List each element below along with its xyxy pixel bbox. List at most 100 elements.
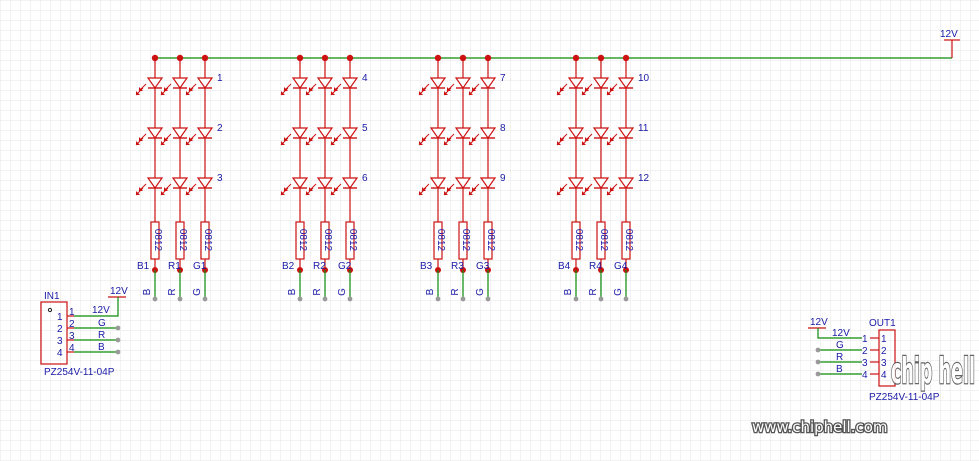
out-pin-number-outer: 3 <box>862 358 868 369</box>
led-arrowhead <box>447 137 451 141</box>
led-arrowhead <box>334 187 338 191</box>
led-arrowhead <box>164 137 168 141</box>
led-arrowhead <box>582 141 586 145</box>
resistor-value-label: 0812 <box>152 229 163 252</box>
in-net-label: R <box>98 330 105 341</box>
resistor-value-label: 0812 <box>177 229 188 252</box>
led-arrowhead <box>306 91 310 95</box>
led-arrowhead <box>331 141 335 145</box>
out-net-label: R <box>836 352 843 363</box>
watermark: www.chiphell.com chip hell <box>751 350 977 438</box>
in-pin-number-inner: 2 <box>69 319 75 330</box>
port-label: R <box>588 288 599 295</box>
channel-name-label: B3 <box>420 261 433 272</box>
led-arrowhead <box>284 87 288 91</box>
led-arrowhead <box>284 137 288 141</box>
led-columns: 0812B1B0812R1R1230812G1G0812B2B0812R2R45… <box>135 54 650 302</box>
in-net-label: G <box>98 318 106 329</box>
port-label: G <box>613 288 624 296</box>
resistor-value-label: 0812 <box>347 229 358 252</box>
port-label: R <box>312 288 323 295</box>
out-pin-number-inner: 4 <box>881 370 887 381</box>
led-arrowhead <box>136 191 140 195</box>
in-net-label: 12V <box>92 305 110 316</box>
out-net-label: G <box>836 340 844 351</box>
led-arrowhead <box>284 187 288 191</box>
port-label: R <box>450 288 461 295</box>
led-diode <box>454 77 472 90</box>
channel-name-label: R1 <box>168 261 181 272</box>
led-diode <box>341 127 359 140</box>
led-arrowhead <box>422 87 426 91</box>
led-arrowhead <box>334 137 338 141</box>
led-arrowhead <box>444 141 448 145</box>
in-pin-number-outer: 4 <box>57 348 63 359</box>
in-pin-number-outer: 1 <box>57 312 63 323</box>
led-number-label: 7 <box>500 73 506 84</box>
led-diode <box>567 77 585 90</box>
in-connector-supply: 12V <box>110 286 128 297</box>
led-arrowhead <box>189 87 193 91</box>
led-arrowhead <box>472 187 476 191</box>
channel-name-label: G2 <box>338 261 352 272</box>
led-arrowhead <box>419 141 423 145</box>
led-arrowhead <box>607 141 611 145</box>
led-arrowhead <box>189 187 193 191</box>
led-number-label: 12 <box>638 173 650 184</box>
led-arrowhead <box>447 187 451 191</box>
port-node <box>460 296 466 302</box>
led-arrowhead <box>607 191 611 195</box>
resistor-value-label: 0812 <box>460 229 471 252</box>
channel-name-label: B4 <box>558 261 571 272</box>
resistor-value-label: 0812 <box>485 229 496 252</box>
led-arrowhead <box>164 187 168 191</box>
led-diode <box>592 127 610 140</box>
led-number-label: 1 <box>217 73 223 84</box>
out-net-node <box>815 371 821 377</box>
led-arrowhead <box>306 191 310 195</box>
led-diode <box>479 127 497 140</box>
led-diode <box>617 127 635 140</box>
port-node <box>598 296 604 302</box>
led-arrowhead <box>469 191 473 195</box>
out-net-node <box>815 359 821 365</box>
led-arrowhead <box>560 137 564 141</box>
port-node <box>152 296 158 302</box>
in-pin-number-outer: 2 <box>57 324 63 335</box>
led-number-label: 2 <box>217 123 223 134</box>
led-diode <box>479 177 497 190</box>
port-node <box>177 296 183 302</box>
led-arrowhead <box>422 137 426 141</box>
led-arrowhead <box>331 91 335 95</box>
in-connector-ref: IN1 <box>44 291 60 302</box>
led-arrowhead <box>186 141 190 145</box>
led-number-label: 4 <box>362 73 368 84</box>
in-pin-number-inner: 4 <box>69 343 75 354</box>
out-connector-supply: 12V <box>810 317 828 328</box>
port-node <box>623 296 629 302</box>
led-arrowhead <box>331 191 335 195</box>
led-diode <box>429 77 447 90</box>
led-arrowhead <box>186 191 190 195</box>
led-arrowhead <box>136 91 140 95</box>
led-arrowhead <box>610 137 614 141</box>
out-connector-part: PZ254V-11-04P <box>869 392 940 403</box>
led-arrowhead <box>189 137 193 141</box>
led-arrowhead <box>557 91 561 95</box>
in-connector-part: PZ254V-11-04P <box>44 367 115 378</box>
out-supply-wire <box>817 328 862 339</box>
led-arrowhead <box>469 141 473 145</box>
led-diode <box>196 127 214 140</box>
out-pin-number-inner: 3 <box>881 358 887 369</box>
port-label: G <box>337 288 348 296</box>
resistor-value-label: 0812 <box>623 229 634 252</box>
led-arrowhead <box>469 91 473 95</box>
led-diode <box>196 77 214 90</box>
in-supply-wire <box>92 297 119 317</box>
led-arrowhead <box>444 191 448 195</box>
in-net-node <box>115 337 121 343</box>
led-diode <box>454 177 472 190</box>
out-pin-number-outer: 2 <box>862 346 868 357</box>
